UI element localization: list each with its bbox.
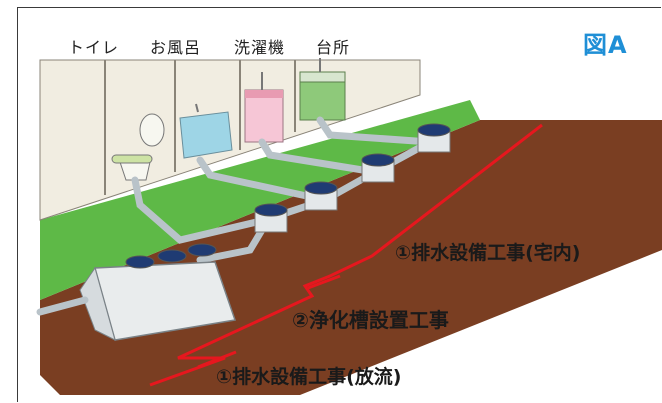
inspection-chambers xyxy=(254,123,451,233)
room-label-toilet: トイレ xyxy=(68,38,120,57)
label-indoor-drainage-work: ①排水設備工事(宅内) xyxy=(395,242,581,264)
lawn xyxy=(40,100,480,300)
washing-machine-fixture xyxy=(244,72,284,143)
room-label-kitchen: 台所 xyxy=(316,38,351,57)
septic-tank xyxy=(79,243,236,341)
toilet-fixture xyxy=(111,113,165,181)
label-discharge-drainage-work: ①排水設備工事(放流) xyxy=(216,366,402,388)
bathtub-fixture xyxy=(179,103,233,159)
boundary-tick xyxy=(197,350,237,369)
inspection-chamber xyxy=(254,203,288,233)
inspection-chamber xyxy=(304,181,338,211)
room-label-washer: 洗濯機 xyxy=(234,38,286,57)
label-septic-tank-installation: ②浄化槽設置工事 xyxy=(292,308,449,332)
figure-label: 図A xyxy=(583,31,628,59)
inspection-chamber xyxy=(361,153,395,183)
inspection-chamber xyxy=(417,123,451,153)
discharge-pipe xyxy=(36,296,89,316)
kitchen-sink-fixture xyxy=(299,58,346,121)
boundary-tick xyxy=(307,274,341,290)
room-label-bath: お風呂 xyxy=(150,38,202,57)
